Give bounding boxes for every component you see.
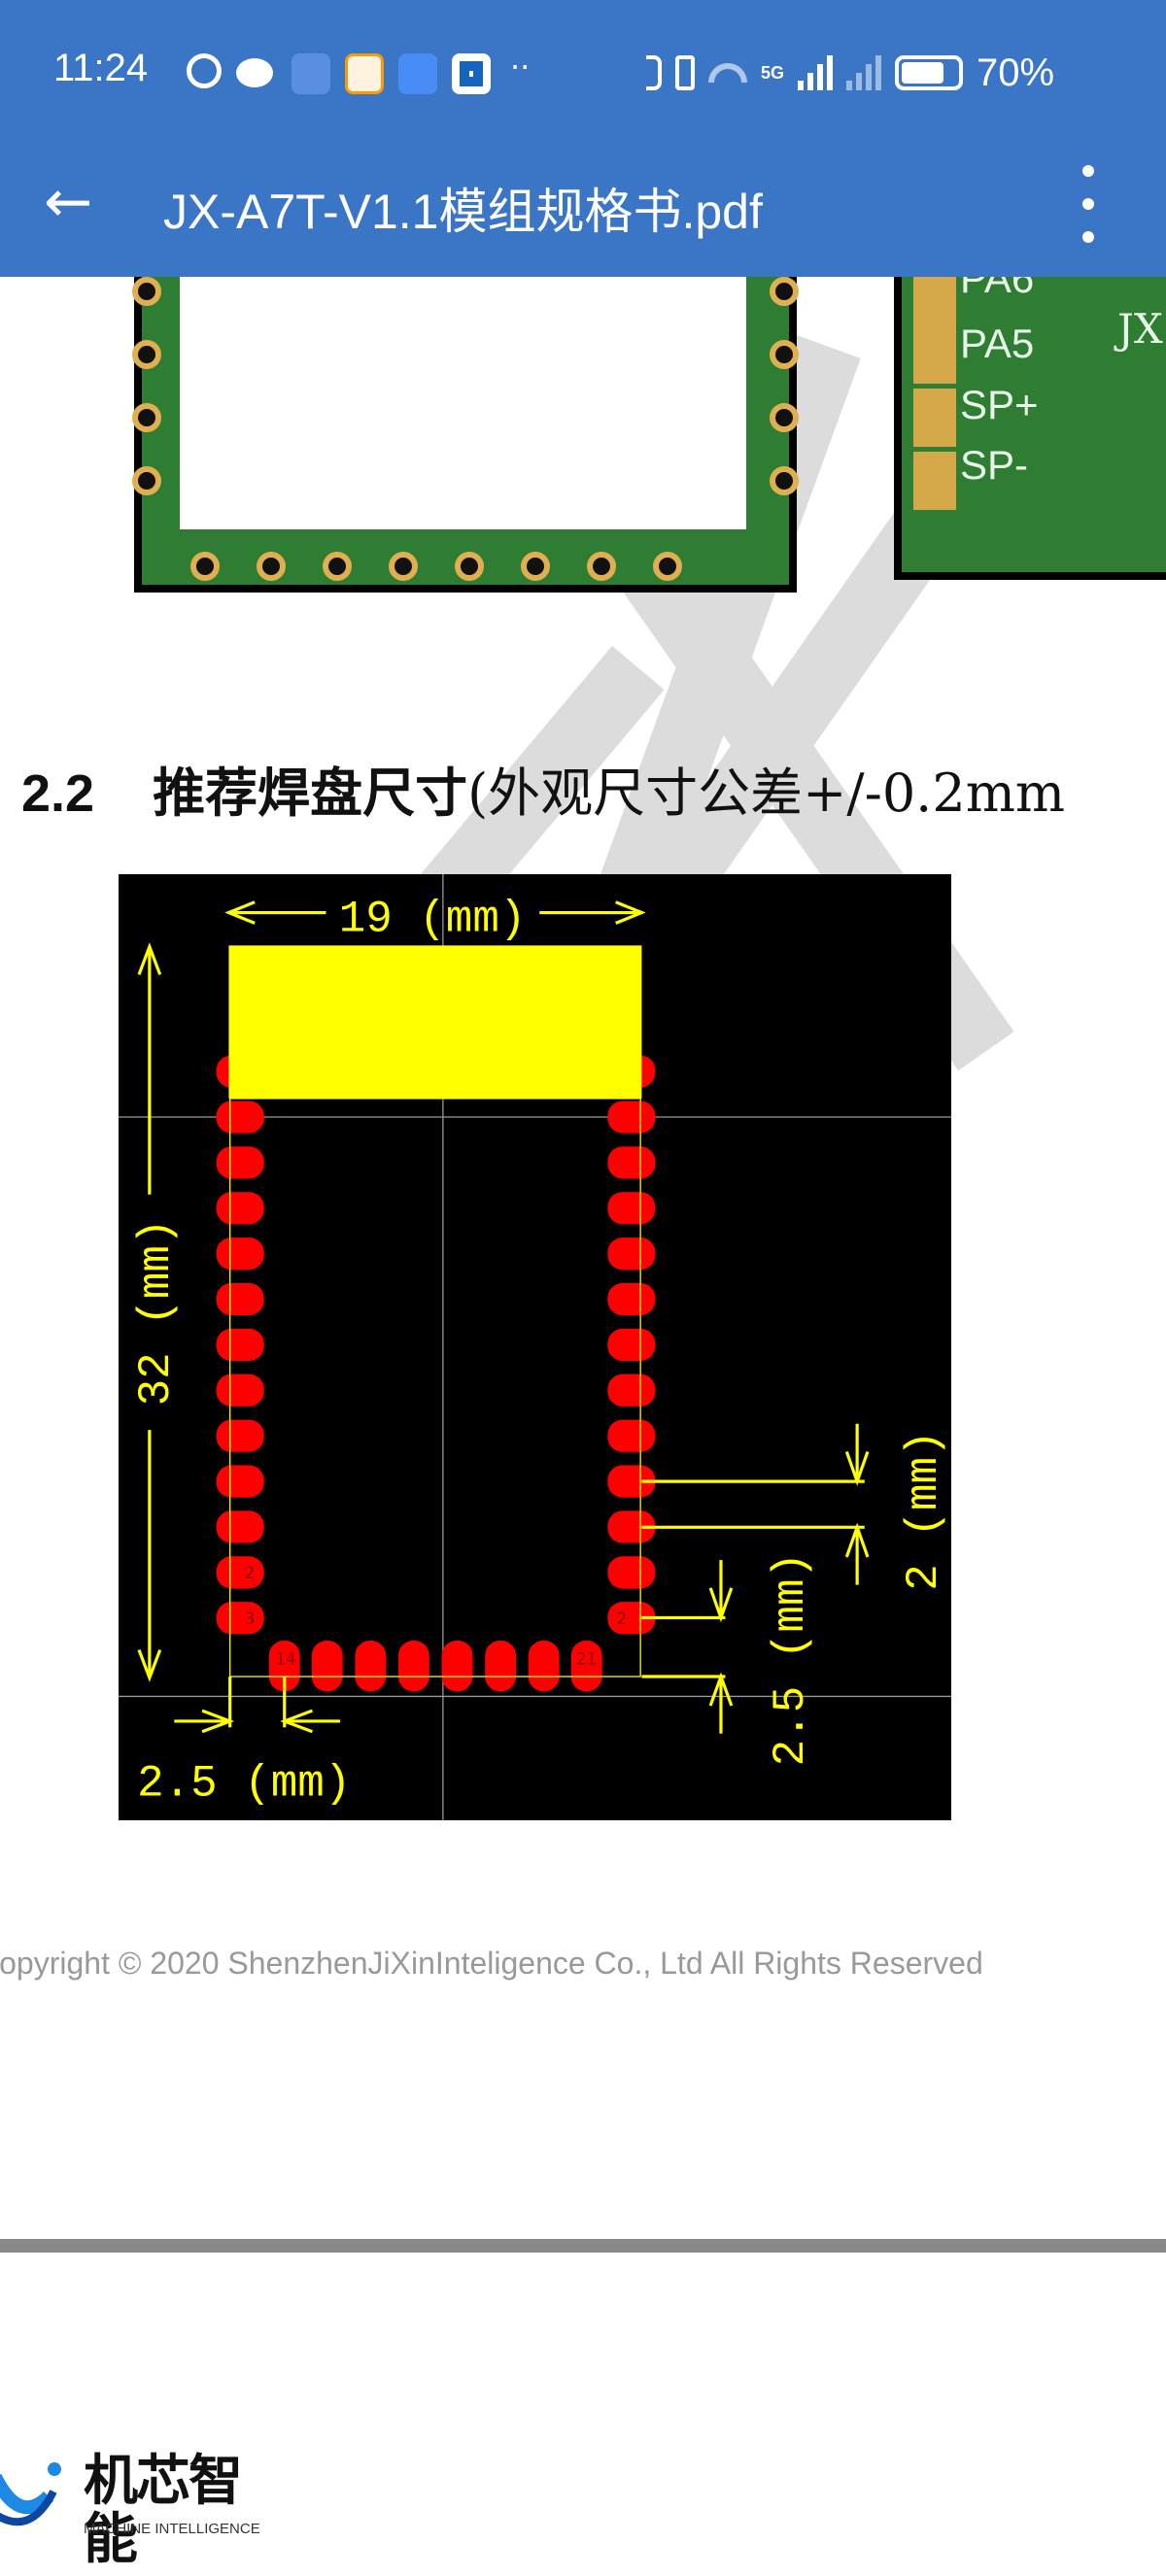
pad: [607, 1556, 656, 1589]
pad: [216, 1602, 264, 1635]
height-dimension-label: 32 (mm): [131, 1219, 182, 1407]
module-outline: [229, 1098, 641, 1678]
alarm-icon: [187, 53, 222, 88]
more-notifications-icon: ··: [510, 49, 531, 85]
battery-icon: [895, 55, 964, 90]
pad: [216, 1237, 264, 1271]
pad: [268, 1641, 300, 1692]
pad: [607, 1602, 656, 1635]
pad: [607, 1328, 656, 1362]
pads: [216, 1055, 656, 1692]
pad: [216, 1419, 264, 1452]
pad: [607, 1465, 656, 1498]
pad: [216, 1192, 264, 1225]
document-title: JX-A7T-V1.1模组规格书.pdf: [163, 185, 763, 239]
clock: 11:24: [53, 47, 149, 89]
pitch-dimension-label: 2 (mm): [899, 1430, 949, 1590]
pad: [441, 1641, 473, 1692]
pad: [528, 1641, 560, 1692]
vibrate-icon: [675, 55, 695, 90]
system-status: 5G 70%: [646, 49, 1054, 97]
pad: [216, 1556, 264, 1589]
pad-layout-diagram: 19 (mm) 32 (mm) 2 (mm) 2.5 (mm) 2.5 (mm)…: [119, 874, 951, 1820]
back-arrow-icon[interactable]: ←: [44, 168, 93, 236]
pad: [398, 1641, 429, 1692]
company-logo: 机芯智能 MACHINE INTELLIGENCE: [0, 2453, 292, 2569]
pad-label: 3: [245, 1610, 256, 1628]
side-offset-label: 2.5 (mm): [137, 1758, 351, 1809]
shield-can: [180, 277, 746, 529]
pad: [216, 1146, 264, 1179]
wifi-icon: [708, 63, 747, 83]
overflow-menu-icon[interactable]: [1074, 165, 1103, 243]
messages-icon: [398, 53, 437, 94]
module-photo-front: [132, 277, 799, 593]
xiaoyuancai-app-icon: [345, 53, 384, 94]
pad: [607, 1373, 656, 1407]
pad: [216, 1282, 264, 1316]
pad-label: 2: [245, 1564, 256, 1582]
tips-app-icon: [292, 53, 330, 94]
pad: [216, 1328, 264, 1362]
pad: [311, 1641, 343, 1692]
network-type: 5G: [761, 62, 785, 83]
pad: [216, 1465, 264, 1498]
pad: [607, 1146, 656, 1179]
dimension-lines: [137, 900, 870, 1734]
pad: [607, 1282, 656, 1316]
pad-label: 2: [617, 1610, 628, 1628]
bluetooth-icon: [646, 55, 662, 90]
module-photo-back: PA6 PA5 SP+ SP- JX: [894, 277, 1166, 580]
status-bar: 11:24 ·· 5G 70%: [0, 0, 1166, 136]
battery-percent: 70%: [977, 51, 1055, 94]
pad: [216, 1510, 264, 1543]
pad: [485, 1641, 517, 1692]
app-bar: ← JX-A7T-V1.1模组规格书.pdf: [0, 136, 1166, 277]
pad: [355, 1641, 387, 1692]
antenna-keepout: [228, 945, 642, 1099]
pad: [607, 1510, 656, 1543]
wechat-icon: [236, 58, 273, 87]
bottom-offset-label: 2.5 (mm): [766, 1552, 816, 1766]
pad: [607, 1419, 656, 1452]
pad-label: 14: [276, 1649, 296, 1668]
pad: [216, 1101, 264, 1134]
page-separator: [0, 2239, 1166, 2253]
pad: [607, 1101, 656, 1134]
logo-swirl-icon: [0, 2462, 61, 2526]
bank-app-icon: [452, 53, 491, 94]
pad: [607, 1237, 656, 1271]
pad-label: 21: [576, 1649, 597, 1668]
pad: [216, 1373, 264, 1407]
pad: [570, 1641, 602, 1692]
signal-2-icon: [846, 55, 882, 90]
width-dimension-label: 19 (mm): [339, 895, 527, 945]
copyright-footer: Copyright © 2020 ShenzhenJiXinInteligenc…: [0, 1946, 983, 1981]
pad: [607, 1192, 656, 1225]
signal-icon: [798, 55, 834, 90]
